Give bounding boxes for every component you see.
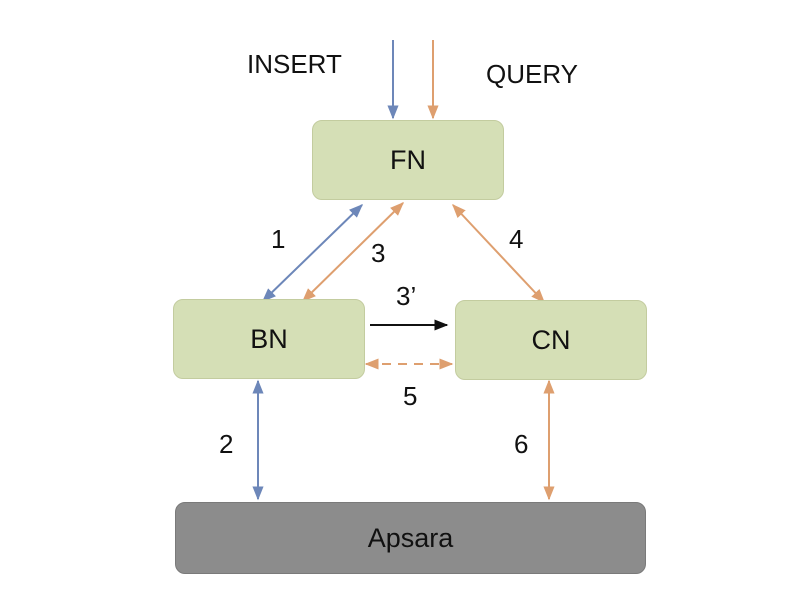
edge-label-6: 6 [514, 429, 529, 459]
query-label: QUERY [486, 59, 578, 89]
cn-node-label: CN [531, 324, 571, 355]
bn-node-label: BN [250, 323, 288, 354]
apsara-node-label: Apsara [367, 522, 454, 553]
bn-node: BN [173, 299, 365, 379]
cn-node: CN [455, 300, 647, 380]
fn-node: FN [312, 120, 504, 200]
edge-label-3: 3 [371, 238, 386, 268]
apsara-node: Apsara [175, 502, 646, 574]
edge-label-2: 2 [219, 429, 234, 459]
edge-label-1: 1 [271, 224, 286, 254]
edge-label-5: 5 [403, 381, 418, 411]
edge-4-fn-cn [452, 203, 545, 304]
edge-label-3prime: 3’ [396, 281, 417, 311]
edge-label-4: 4 [509, 224, 524, 254]
edge-3-fn-bn [302, 202, 404, 302]
insert-label: INSERT [247, 49, 342, 79]
fn-node-label: FN [390, 144, 426, 175]
